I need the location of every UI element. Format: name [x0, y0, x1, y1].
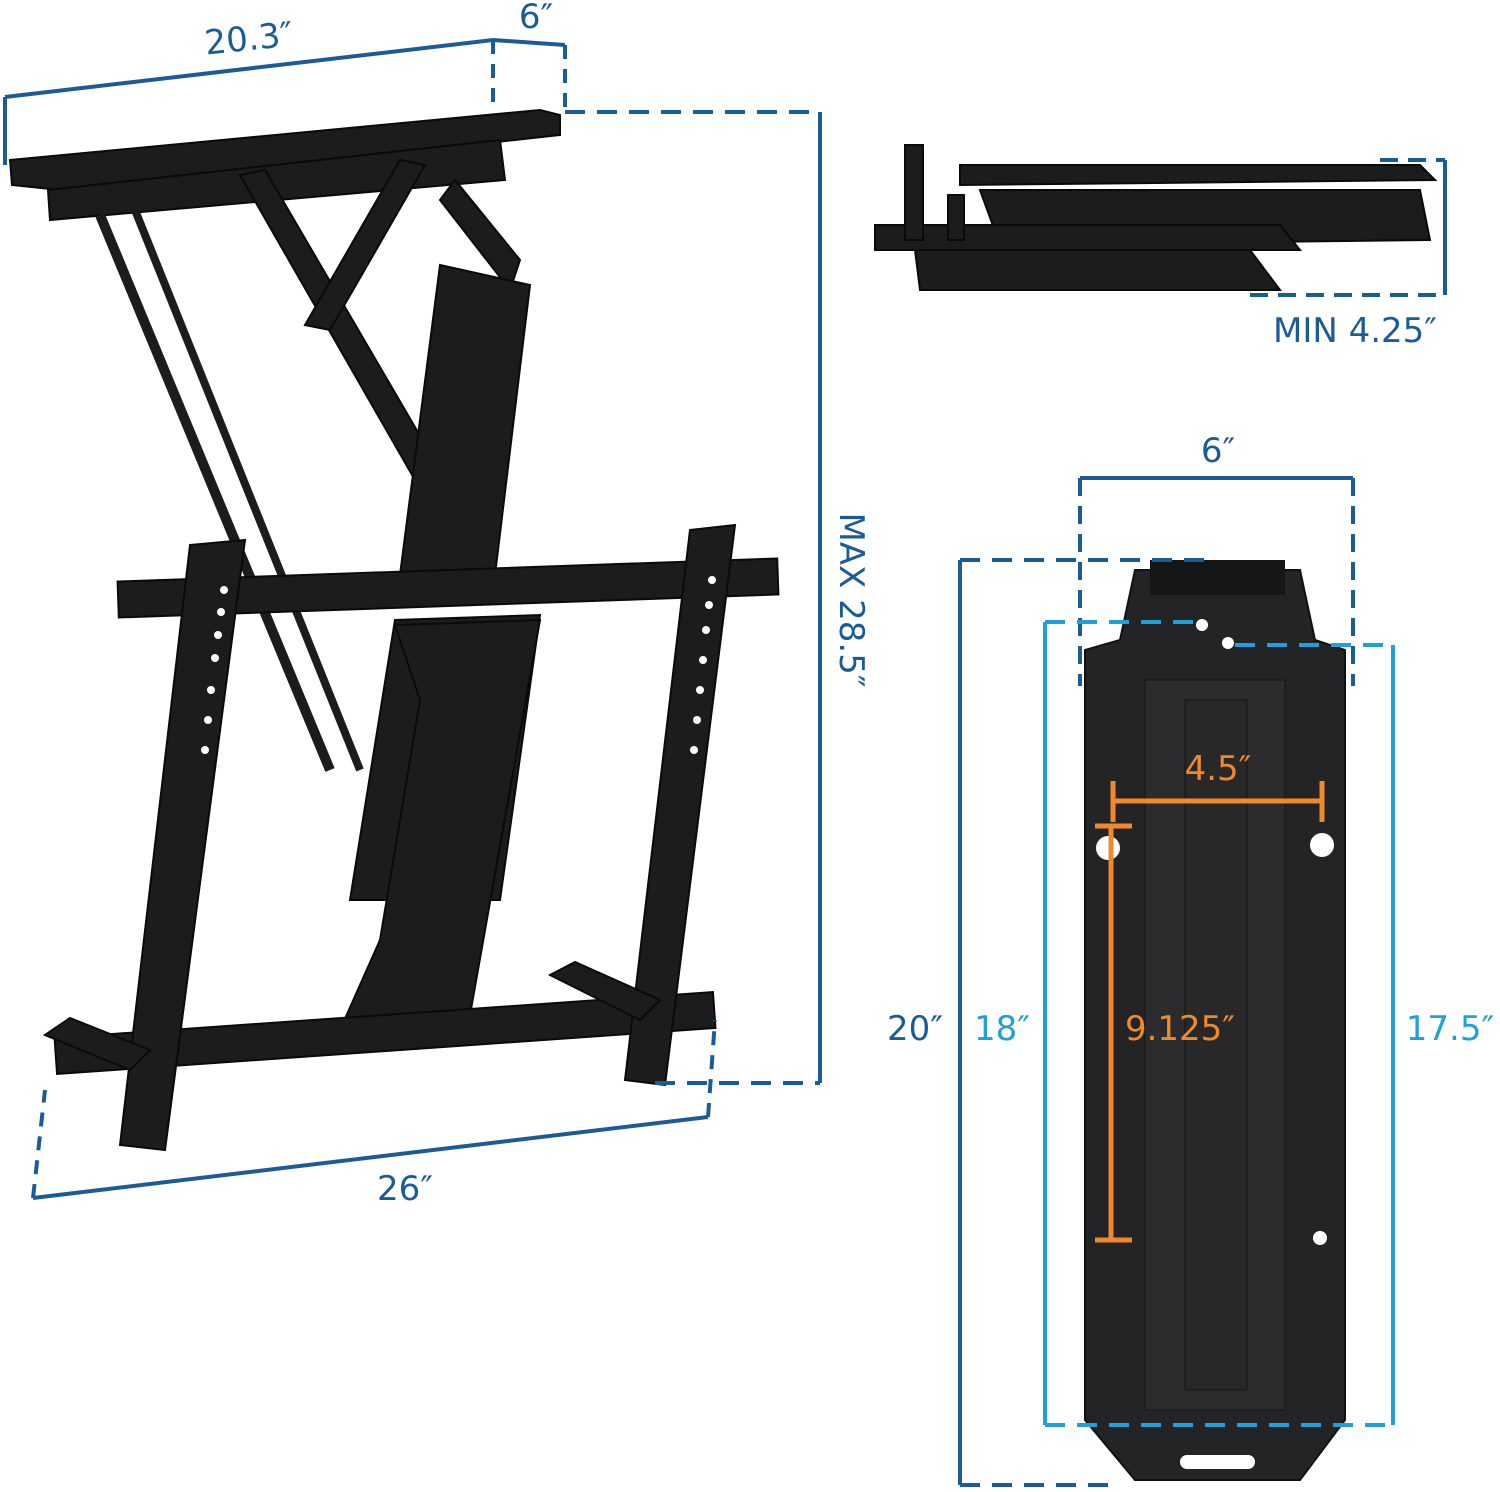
plate-handle-slot — [1180, 1455, 1255, 1469]
dim-depth-line — [492, 38, 566, 47]
label-max-drop: MAX 28.5″ — [831, 512, 871, 687]
support-rod-left — [95, 213, 335, 772]
plate-hole-top-2 — [1222, 637, 1234, 649]
label-width: 20.3″ — [203, 15, 295, 64]
folded-handle-1 — [904, 144, 924, 241]
plate-top-bracket — [1150, 560, 1285, 595]
label-inner-span: 17.5″ — [1406, 1009, 1494, 1049]
folded-handle-2 — [947, 194, 965, 241]
label-depth: 6″ — [519, 0, 553, 37]
keyhole-left — [1096, 836, 1120, 860]
label-hole-vertical: 9.125″ — [1125, 1009, 1235, 1049]
label-bracket-width: 26″ — [377, 1169, 433, 1209]
mount-rail-holes — [201, 576, 716, 754]
folded-base — [874, 224, 1303, 251]
folded-floor-plate — [913, 249, 1282, 291]
plate-hole-bottom — [1313, 1231, 1327, 1245]
dim-bracket-width-line — [32, 1115, 709, 1200]
extended-mount-illustration — [8, 108, 780, 1152]
scissor-arm-1 — [238, 168, 442, 482]
scissor-arm-2 — [303, 158, 427, 332]
label-plate-length: 20″ — [887, 1009, 943, 1049]
label-outer-span: 18″ — [974, 1009, 1030, 1049]
plate-inner-channel — [1184, 699, 1248, 1391]
plate-hole-top-1 — [1196, 619, 1208, 631]
keyhole-right — [1310, 833, 1334, 857]
folded-top-plate — [959, 164, 1438, 187]
secondary-dimension-lines — [1043, 620, 1395, 1427]
label-min-height: MIN 4.25″ — [1273, 311, 1437, 351]
hole-pattern-lines — [1095, 781, 1325, 1243]
ceiling-plate — [8, 108, 561, 192]
right-foot-pad — [547, 960, 662, 1022]
vertical-column — [398, 263, 532, 576]
top-crossbar — [116, 557, 780, 619]
folded-mount-illustration — [874, 144, 1438, 291]
bottom-crossbar — [53, 990, 717, 1076]
dim-width-line — [4, 38, 494, 99]
support-rod-right — [131, 208, 364, 772]
left-foot-pad — [42, 1016, 152, 1072]
primary-dimension-lines — [3, 38, 1447, 1487]
label-plate-width: 6″ — [1201, 431, 1235, 471]
label-hole-horizontal: 4.5″ — [1185, 749, 1252, 789]
ceiling-plate-underside — [46, 138, 507, 222]
